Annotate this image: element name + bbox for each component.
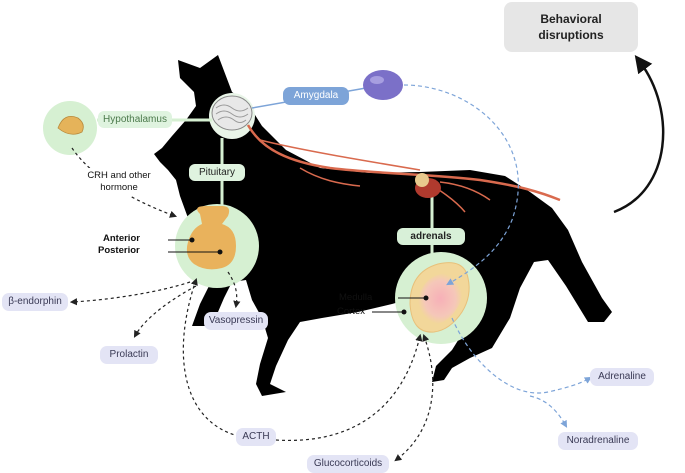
dog-silhouette [154,55,612,396]
hypothalamus-gland-icon [57,115,84,135]
amygdala-icon [363,70,403,100]
pituitary-gland-icon [186,206,236,270]
amygdala-label: Amygdala [283,87,349,105]
adrenaline-pill: Adrenaline [590,368,654,386]
brain-icon [211,95,253,131]
behavioral-disruptions-label: Behavioral disruptions [538,12,604,42]
medulla-label: Medulla [339,292,373,303]
beta-endorphin-pill: β-endorphin [2,293,68,311]
adrenals-label: adrenals [397,228,465,245]
posterior-label: Posterior [98,245,140,256]
kidney-icon [415,173,441,198]
hypothalamus-label: Hypothalamus [98,111,172,128]
prolactin-pill: Prolactin [100,346,158,364]
adrenal-cross-section [409,262,470,333]
anterior-label: Anterior [103,233,140,244]
pituitary-label: Pituitary [189,164,245,181]
acth-pill: ACTH [236,428,276,446]
noradrenaline-pill: Noradrenaline [558,432,638,450]
behavior-arrow [613,54,665,214]
crh-label: CRH and other hormone [82,168,156,196]
behavioral-disruptions-box: Behavioral disruptions [504,2,638,52]
glucocorticoids-pill: Glucocorticoids [307,455,389,473]
cortex-label: Cortex [337,306,365,317]
vasopressin-pill: Vasopressin [204,312,268,330]
